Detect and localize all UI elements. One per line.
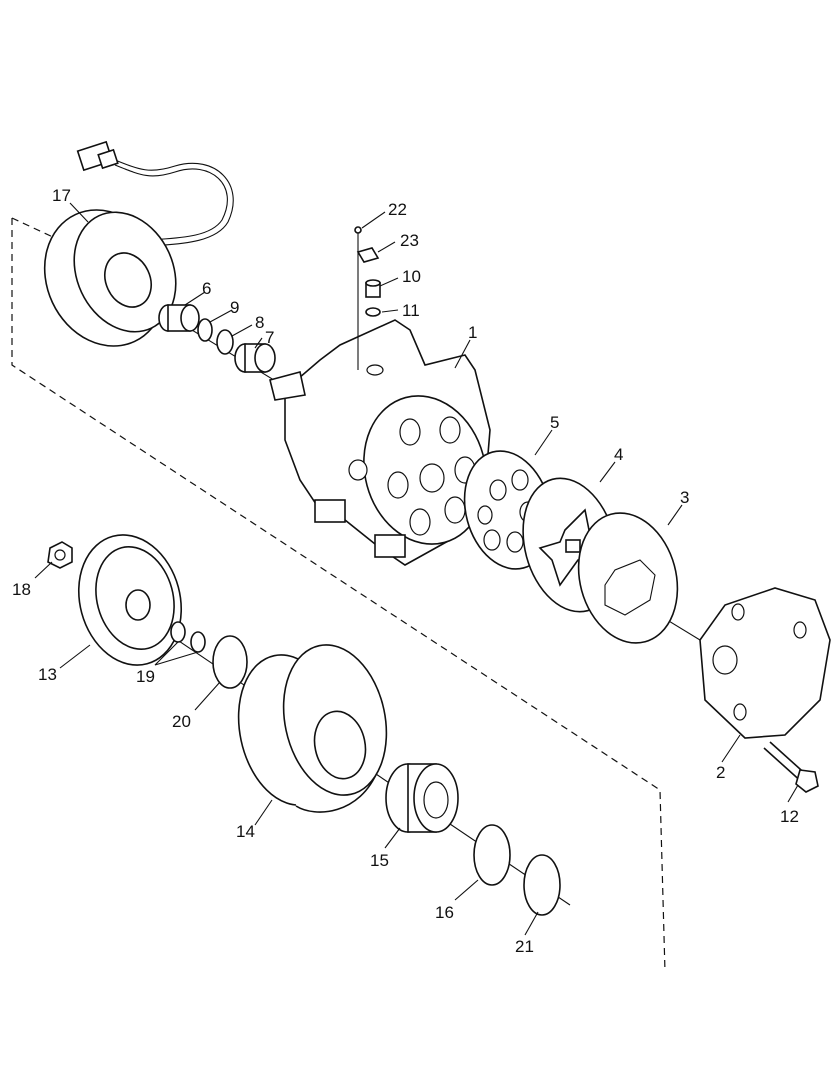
leader-13 [59,644,91,669]
shim-b [190,631,206,653]
callout-5: 5 [550,413,559,432]
pulley-bearing [385,763,459,833]
callout-7: 7 [265,328,274,347]
leader-20 [194,681,221,711]
leader-16 [454,879,479,901]
leader-10 [379,277,399,287]
leader-1 [454,339,471,369]
callout-13: 13 [38,665,57,684]
leader-17 [69,202,89,223]
callout-19: 19 [136,667,155,686]
leader-15 [384,827,401,849]
callout-16: 16 [435,903,454,922]
callout-1: 1 [468,323,477,342]
leader-14 [254,799,273,826]
shim-a [170,621,186,643]
leader-7 [254,337,263,349]
leader-4 [599,461,616,483]
leader-9 [209,309,233,323]
callout-12: 12 [780,807,799,826]
callout-21: 21 [515,937,534,956]
snap-ring-9 [197,318,213,342]
callout-8: 8 [255,313,264,332]
callout-6: 6 [202,279,211,298]
callout-3: 3 [680,488,689,507]
snap-ring-21 [523,854,561,916]
cylinder-head [699,587,831,739]
callout-4: 4 [614,445,623,464]
callout-2: 2 [716,763,725,782]
ring-8 [216,329,234,355]
clutch-hub-plate [77,534,183,666]
leader-23 [377,241,396,253]
bolt-12 [763,741,819,793]
assembly-boundary [11,218,666,973]
assembly-boundary-top [11,217,56,239]
callout-22: 22 [388,200,407,219]
leader-19 [154,641,199,666]
leader-21 [524,911,539,936]
snap-ring-16 [473,824,511,886]
leader-11 [381,309,399,313]
shaft-bearing [234,343,276,373]
compressor-body [269,319,491,566]
callout-10: 10 [402,267,421,286]
callout-18: 18 [12,580,31,599]
callout-17: 17 [52,186,71,205]
washer-11 [365,307,381,317]
bracket-23 [356,247,380,263]
callout-11: 11 [402,301,420,320]
head-gasket [577,512,679,644]
callout-20: 20 [172,712,191,731]
leader-22 [361,211,386,229]
leader-2 [721,734,741,763]
leader-5 [534,429,553,456]
callout-14: 14 [236,822,255,841]
leader-3 [667,504,683,526]
leader-12 [787,784,799,803]
bolt-10 [365,279,381,298]
snap-ring-20 [212,635,248,689]
pulley [237,644,388,813]
callout-15: 15 [370,851,389,870]
callout-23: 23 [400,231,419,250]
bushing [158,304,200,332]
callout-9: 9 [230,298,239,317]
field-coil [43,140,234,347]
leader-6 [184,291,206,306]
leader-8 [231,324,253,337]
leader-18 [34,561,53,579]
bolt-22 [354,226,362,370]
